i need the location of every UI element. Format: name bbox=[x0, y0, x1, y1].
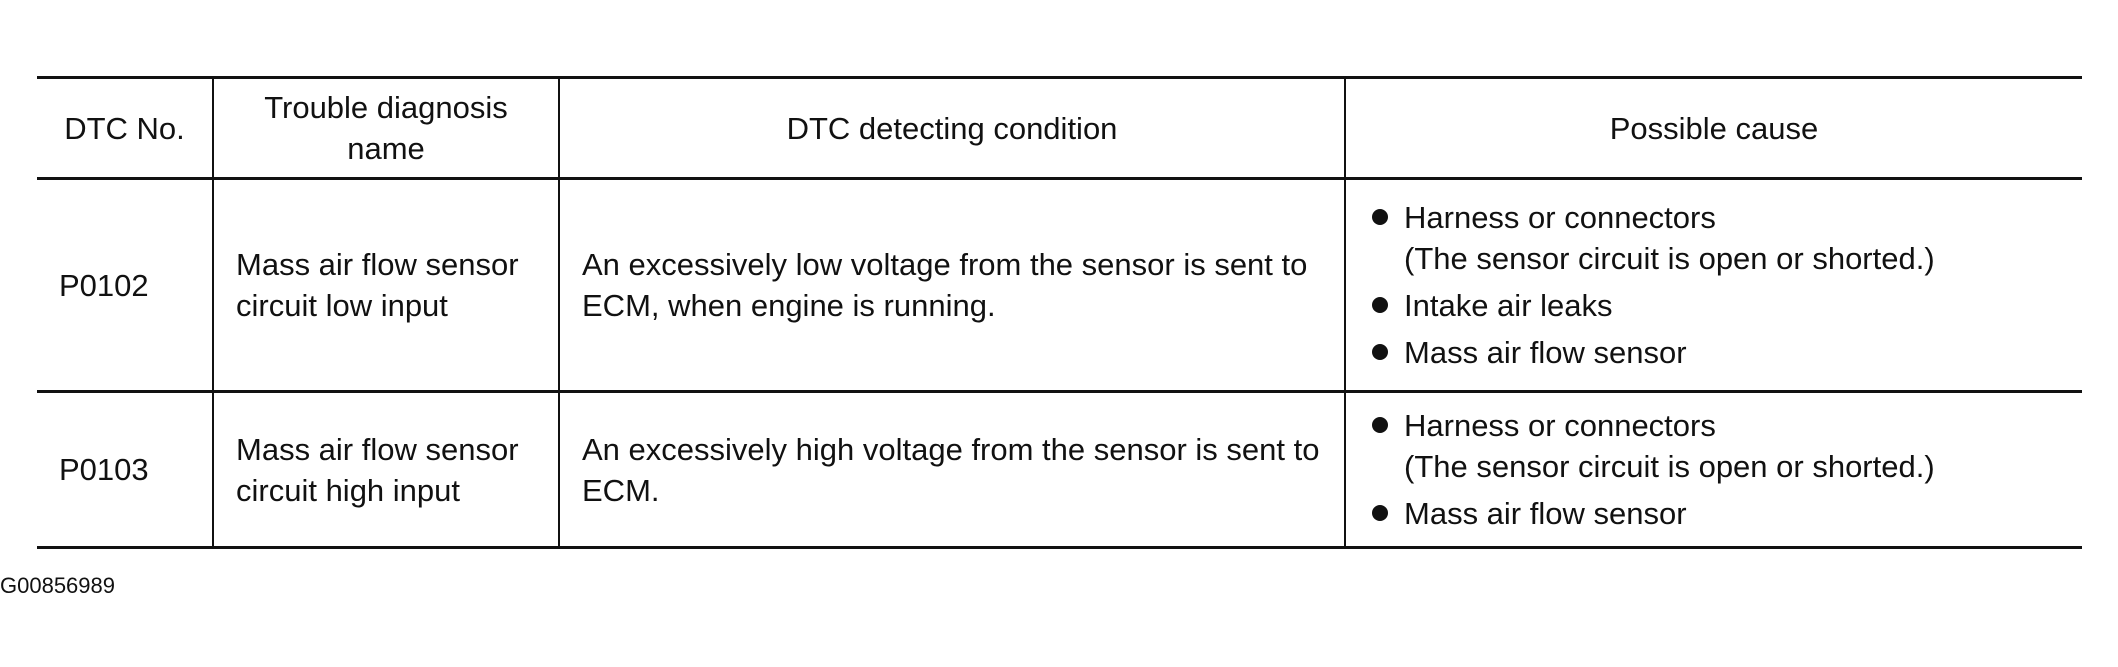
cause-list: Harness or connectors (The sensor circui… bbox=[1368, 405, 2060, 534]
cause-item: Mass air flow sensor bbox=[1368, 332, 2060, 373]
cause-text: Mass air flow sensor bbox=[1404, 335, 1687, 370]
possible-cause: Harness or connectors (The sensor circui… bbox=[1344, 178, 2082, 392]
header-trouble-name: Trouble diagnosis name bbox=[212, 77, 560, 179]
dtc-table-container: DTC No. Trouble diagnosis name DTC detec… bbox=[37, 76, 2082, 549]
cause-item: Intake air leaks bbox=[1368, 285, 2060, 326]
cause-item: Mass air flow sensor bbox=[1368, 493, 2060, 534]
cause-list: Harness or connectors (The sensor circui… bbox=[1368, 197, 2060, 373]
bullet-icon bbox=[1372, 344, 1388, 360]
cause-text: Intake air leaks bbox=[1404, 288, 1613, 323]
table-header-row: DTC No. Trouble diagnosis name DTC detec… bbox=[37, 77, 2082, 179]
header-trouble-name-text: Trouble diagnosis name bbox=[264, 90, 508, 166]
detecting-condition: An excessively high voltage from the sen… bbox=[558, 391, 1346, 548]
figure-id: G00856989 bbox=[0, 573, 115, 598]
cause-text: Harness or connectors bbox=[1404, 200, 1716, 235]
table-row: P0102 Mass air flow sensor circuit low i… bbox=[37, 178, 2082, 392]
dtc-code: P0103 bbox=[37, 391, 214, 548]
cause-subtext: (The sensor circuit is open or shorted.) bbox=[1404, 241, 1935, 276]
cause-item: Harness or connectors (The sensor circui… bbox=[1368, 197, 2060, 279]
cause-item: Harness or connectors (The sensor circui… bbox=[1368, 405, 2060, 487]
dtc-code: P0102 bbox=[37, 178, 214, 392]
cause-text: Harness or connectors bbox=[1404, 408, 1716, 443]
bullet-icon bbox=[1372, 297, 1388, 313]
bullet-icon bbox=[1372, 505, 1388, 521]
table-row: P0103 Mass air flow sensor circuit high … bbox=[37, 391, 2082, 548]
cause-text: Mass air flow sensor bbox=[1404, 496, 1687, 531]
cause-subtext: (The sensor circuit is open or shorted.) bbox=[1404, 449, 1935, 484]
header-detecting-condition: DTC detecting condition bbox=[558, 77, 1346, 179]
trouble-name: Mass air flow sensor circuit low input bbox=[212, 178, 560, 392]
header-dtc-no: DTC No. bbox=[37, 77, 214, 179]
dtc-table: DTC No. Trouble diagnosis name DTC detec… bbox=[37, 76, 2082, 549]
bullet-icon bbox=[1372, 417, 1388, 433]
trouble-name: Mass air flow sensor circuit high input bbox=[212, 391, 560, 548]
possible-cause: Harness or connectors (The sensor circui… bbox=[1344, 391, 2082, 548]
bullet-icon bbox=[1372, 209, 1388, 225]
header-possible-cause: Possible cause bbox=[1344, 77, 2082, 179]
detecting-condition: An excessively low voltage from the sens… bbox=[558, 178, 1346, 392]
